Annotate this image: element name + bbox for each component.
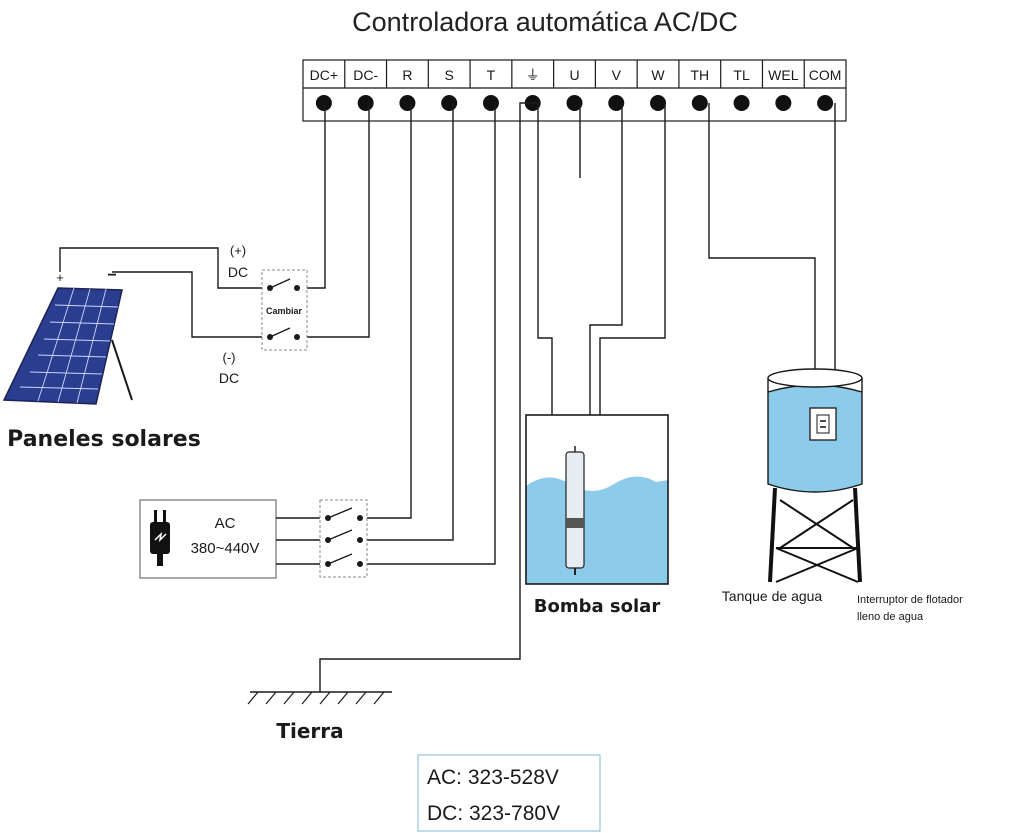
terminal-label: T [487, 67, 496, 83]
wires [297, 102, 836, 692]
dc-negative-label: (-) [223, 350, 236, 365]
float-switch-sublabel: lleno de agua [857, 611, 924, 623]
terminal-screw [775, 95, 792, 111]
terminal-label: DC+ [310, 67, 338, 83]
terminal-label: DC- [353, 67, 378, 83]
float-switch-label: Interruptor de flotador [857, 594, 963, 606]
wire-ground [319, 102, 538, 692]
wire-v [589, 103, 623, 415]
ac-voltage-label: 380~440V [191, 540, 260, 557]
voltage-box [417, 754, 601, 832]
terminal-screw [566, 95, 583, 111]
controller-terminal-block: DC+ DC- R S T ⏚ U V W TH TL WEL COM [302, 59, 847, 122]
pump-well [525, 414, 669, 585]
ac-source [139, 499, 277, 579]
dc-voltage-range: DC: 323-780V [427, 802, 560, 825]
terminal-label: U [569, 67, 579, 83]
wire-u [537, 103, 553, 415]
terminal-label: V [612, 67, 622, 83]
dc-positive-dc-label: DC [228, 264, 248, 280]
tank-label: Tanque de agua [722, 588, 823, 604]
terminal-screw [315, 95, 332, 111]
ac-switch [319, 499, 368, 578]
wire-r [360, 103, 412, 519]
terminal-label: ⏚ [526, 67, 540, 83]
water-tank [767, 368, 863, 583]
terminal-label: W [651, 67, 665, 83]
dc-positive-label: (+) [230, 243, 246, 258]
terminal-label: R [402, 67, 412, 83]
terminal-label: TL [733, 67, 750, 83]
wire-th [708, 103, 816, 408]
ground-label: Tierra [276, 719, 343, 743]
wire-dc-plus [297, 103, 326, 289]
terminal-screw [650, 95, 667, 111]
wire-dc-minus [297, 103, 370, 338]
terminal-screw [357, 95, 374, 111]
ac-voltage-range: AC: 323-528V [427, 766, 559, 789]
pump-label: Bomba solar [534, 596, 661, 617]
terminal-label: WEL [768, 67, 799, 83]
terminal-screw [733, 95, 750, 111]
solar-plus-label: + [56, 270, 64, 285]
terminal-label: COM [809, 67, 842, 83]
dc-switch-label: Cambiar [266, 306, 303, 316]
terminal-screw [482, 95, 499, 111]
terminal-screw [691, 95, 708, 111]
terminal-screw [399, 95, 416, 111]
wire-s [360, 103, 454, 541]
terminal-screw [441, 95, 458, 111]
dc-switch [261, 269, 308, 351]
ac-leads [276, 517, 328, 565]
terminal-screw [608, 95, 625, 111]
solar-panel [2, 247, 262, 405]
solar-panels-label: Paneles solares [7, 427, 201, 452]
terminal-label: S [445, 67, 454, 83]
diagram-title: Controladora automática AC/DC [352, 7, 738, 37]
wire-w [599, 103, 666, 415]
ground-symbol [247, 691, 392, 705]
wire-t [360, 103, 496, 565]
dc-negative-dc-label: DC [219, 370, 239, 386]
ac-label: AC [215, 515, 236, 532]
terminal-label: TH [690, 67, 709, 83]
terminal-screw [817, 95, 834, 111]
solar-minus-label: − [107, 267, 116, 284]
